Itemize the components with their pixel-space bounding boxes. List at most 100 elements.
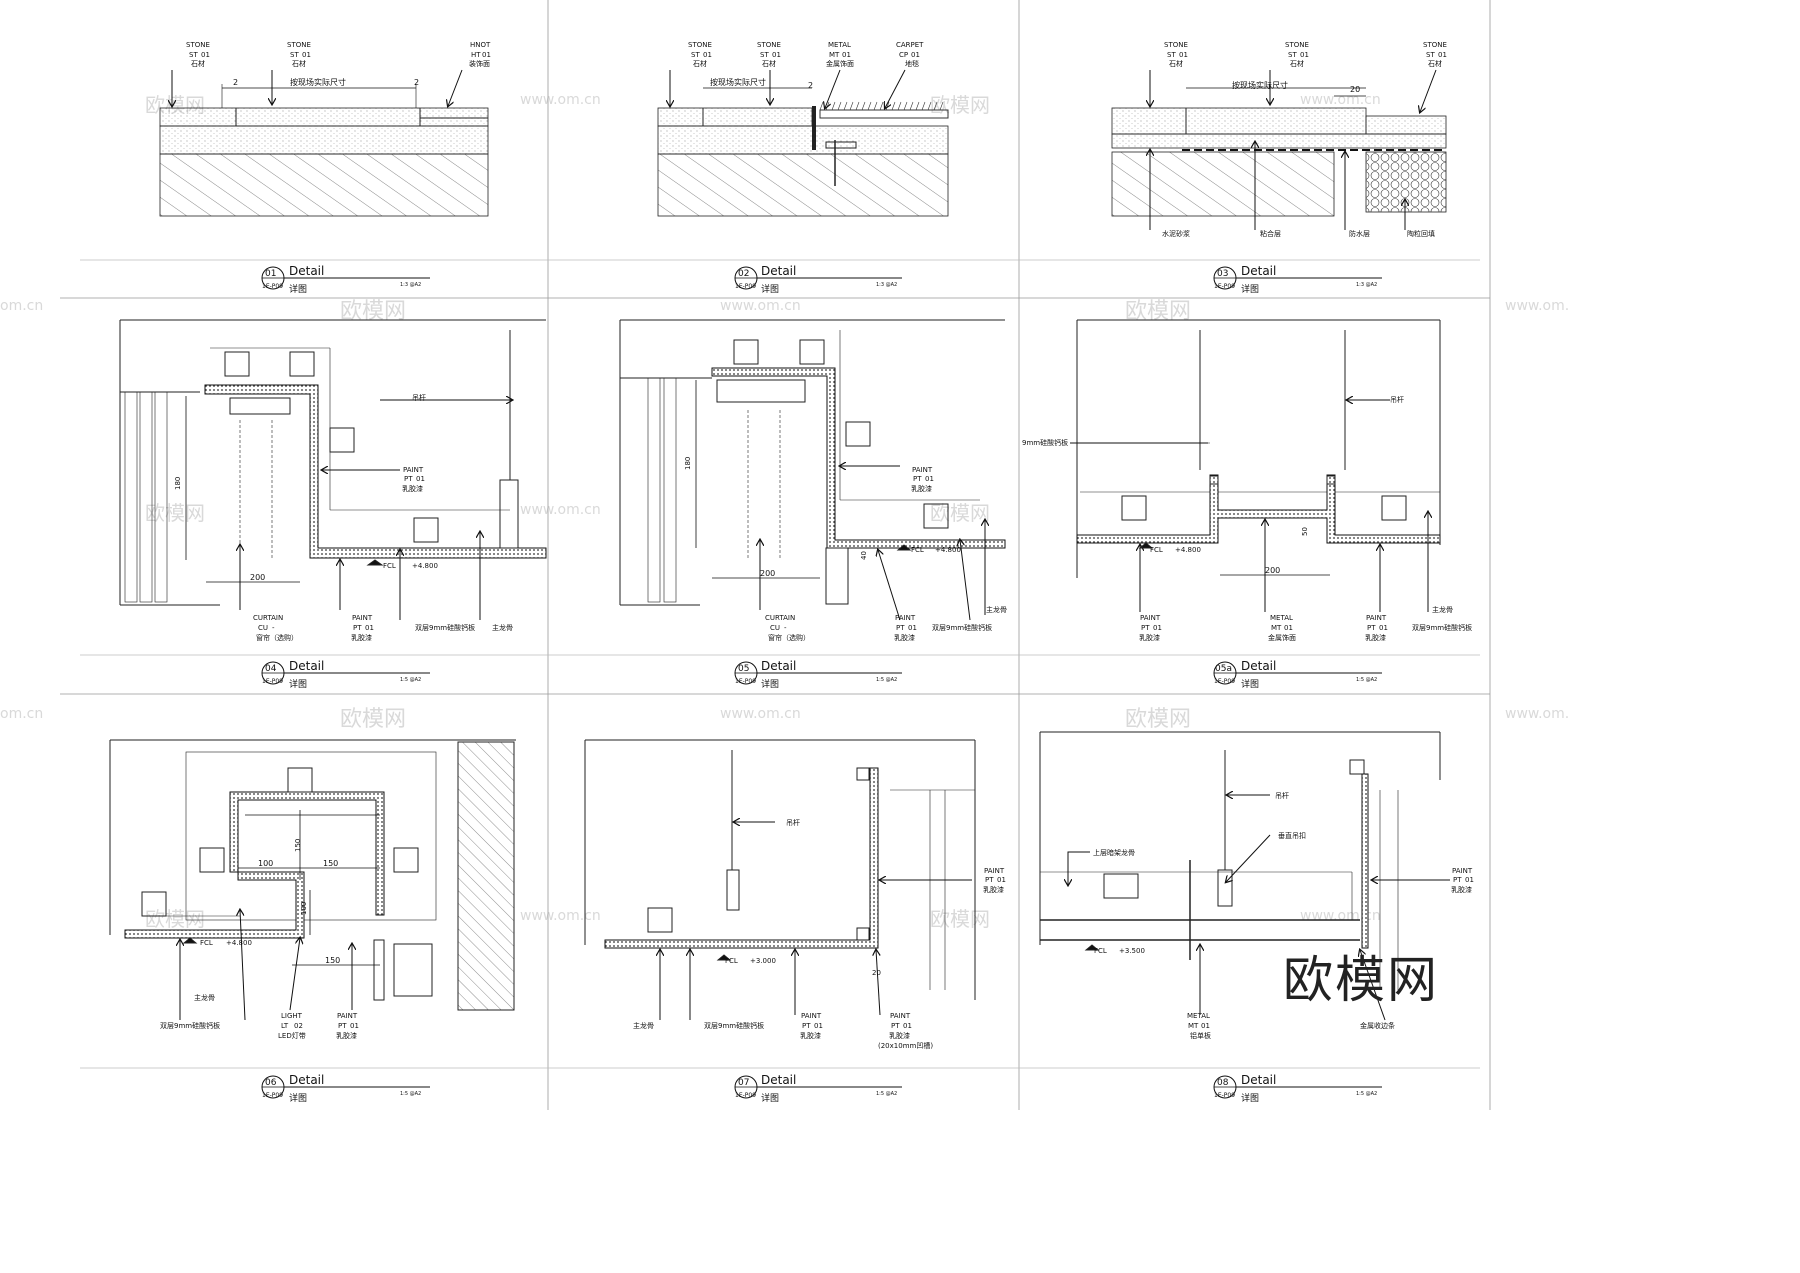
d01-hnot-cn: 装饰面	[469, 59, 490, 68]
d03-stone2-label: STONE	[1285, 41, 1309, 49]
d02-carpet-label: CARPET	[896, 41, 924, 49]
d05a-paint2-num: 01	[1379, 624, 1388, 632]
d01-stone-label: STONE	[186, 41, 210, 49]
d07-paint2-num: 01	[814, 1022, 823, 1030]
d05-paint2-code: PT	[896, 624, 905, 632]
d02-site-size-note: 按现场实际尺寸	[710, 77, 766, 87]
watermark-site: www.om.cn	[1300, 908, 1381, 924]
d08-hanger-note: 吊杆	[1275, 791, 1289, 800]
d05-paint2-num: 01	[908, 624, 917, 632]
d02-stone-label: STONE	[688, 41, 712, 49]
d06-dim-150c: 150	[325, 956, 340, 965]
d02-dim-2: 2	[808, 81, 813, 90]
detail-title: Detail	[1241, 264, 1276, 278]
d02-metal-num: 01	[842, 51, 851, 59]
d05-curtain-code: CU	[770, 624, 780, 632]
d01-hnot-code: HT	[471, 51, 481, 59]
watermark-site: www.om.cn	[1505, 298, 1568, 314]
d05a-fcl: FCL	[1150, 546, 1163, 554]
detail-scale: 1:5 @A2	[400, 1091, 421, 1097]
detail-05-drawing	[619, 319, 1006, 621]
d05a-paint-label: PAINT	[1140, 614, 1161, 622]
d03-dim-20: 20	[1350, 85, 1360, 94]
d03-stone-num: 01	[1179, 51, 1188, 59]
detail-scale: 1:3 @A2	[400, 282, 421, 288]
d05-paint-label: PAINT	[912, 466, 933, 474]
d06-light-num: 02	[294, 1022, 303, 1030]
d05a-keel-note: 主龙骨	[1432, 605, 1453, 614]
d06-light-label: LIGHT	[281, 1012, 303, 1020]
detail-scale: 1:5 @A2	[1356, 677, 1377, 683]
detail-number: 03	[1217, 269, 1228, 279]
d02-carpet-cn: 地毯	[905, 59, 919, 68]
watermark-site: www.om.cn	[520, 92, 601, 108]
d08-fcl: FCL	[1094, 947, 1107, 955]
d03-stone3-num: 01	[1438, 51, 1447, 59]
sheet-ref: 1E-P09	[1214, 283, 1235, 290]
detail-title: Detail	[761, 264, 796, 278]
d08-clip-note: 垂直吊扣	[1278, 831, 1306, 840]
detail-scale: 1:5 @A2	[876, 1091, 897, 1097]
d08-upper-keel-note: 上层暗架龙骨	[1093, 848, 1135, 857]
detail-title: Detail	[289, 1073, 324, 1087]
detail-number: 02	[738, 269, 749, 279]
d06-light-code: LT	[281, 1022, 289, 1030]
d05a-metal-label: METAL	[1270, 614, 1293, 622]
detail-number: 01	[265, 269, 276, 279]
watermark-site: www.om.cn	[520, 502, 601, 518]
d07-paint-code: PT	[985, 876, 994, 884]
d05a-paint2-label: PAINT	[1366, 614, 1387, 622]
detail-04-drawing	[119, 319, 547, 620]
detail-number: 05a	[1215, 664, 1232, 674]
watermark-brand: 欧模网	[340, 707, 406, 732]
d05a-paint-cn: 乳胶漆	[1139, 633, 1160, 642]
title-block-05a: 05a 1E-P09 Detail 详图 1:5 @A2	[1213, 659, 1382, 690]
title-block-01: 01 1E-P09 Detail 详图 1:3 @A2	[261, 264, 430, 295]
d07-dim-20: 20	[872, 969, 881, 977]
d04-paint-num: 01	[416, 475, 425, 483]
d02-stone-num: 01	[703, 51, 712, 59]
d05-paint2-cn: 乳胶漆	[894, 633, 915, 642]
d04-keel-note: 主龙骨	[492, 623, 513, 632]
d03-bond-note: 粘合层	[1260, 229, 1281, 238]
sheet-ref: 1E-P09	[735, 283, 756, 290]
d03-stone3-code: ST	[1426, 51, 1435, 59]
d08-paint-code: PT	[1453, 876, 1462, 884]
d05a-level: +4.800	[1175, 546, 1201, 554]
d04-paint2-cn: 乳胶漆	[351, 633, 372, 642]
d05-curtain-num: -	[784, 624, 787, 632]
d04-dim-200: 200	[250, 573, 265, 582]
d07-paint3-cn: 乳胶漆	[889, 1031, 910, 1040]
d04-paint-label: PAINT	[403, 466, 424, 474]
d06-dim-100b: 100	[300, 902, 308, 915]
d08-level: +3.500	[1119, 947, 1145, 955]
detail-number: 08	[1217, 1078, 1229, 1088]
title-block-05: 05 1E-P09 Detail 详图 1:5 @A2	[734, 659, 902, 690]
d02-carpet-num: 01	[911, 51, 920, 59]
detail-scale: 1:5 @A2	[1356, 1091, 1377, 1097]
sheet-ref: 1E-P09	[1214, 678, 1235, 685]
d05a-paint-num: 01	[1153, 624, 1162, 632]
detail-title-cn: 详图	[289, 1092, 307, 1104]
d05-curtain-cn: 窗帘（选购）	[768, 633, 810, 642]
d06-paint-num: 01	[350, 1022, 359, 1030]
sheet-ref: 1E-P09	[1214, 1092, 1235, 1099]
detail-title-cn: 详图	[761, 678, 779, 690]
d05a-paint-code: PT	[1141, 624, 1150, 632]
detail-title: Detail	[289, 264, 324, 278]
watermark-site: www.om.cn	[1505, 706, 1568, 722]
d04-paint2-label: PAINT	[352, 614, 373, 622]
d04-curtain-cn: 窗帘（选购）	[256, 633, 298, 642]
d08-metal-code: MT	[1188, 1022, 1199, 1030]
d05a-hanger-note: 吊杆	[1390, 395, 1404, 404]
watermark-brand: 欧模网	[145, 501, 205, 525]
d07-hanger-note: 吊杆	[786, 818, 800, 827]
d01-hnot-num: 01	[482, 51, 491, 59]
detail-03-drawing	[1111, 69, 1447, 230]
d05-curtain-label: CURTAIN	[765, 614, 795, 622]
d02-stone2-code: ST	[760, 51, 769, 59]
d08-paint-num: 01	[1465, 876, 1474, 884]
d05a-paint2-code: PT	[1367, 624, 1376, 632]
d03-ceramsite-note: 陶粒回填	[1407, 229, 1435, 238]
d04-level: +4.800	[412, 562, 438, 570]
